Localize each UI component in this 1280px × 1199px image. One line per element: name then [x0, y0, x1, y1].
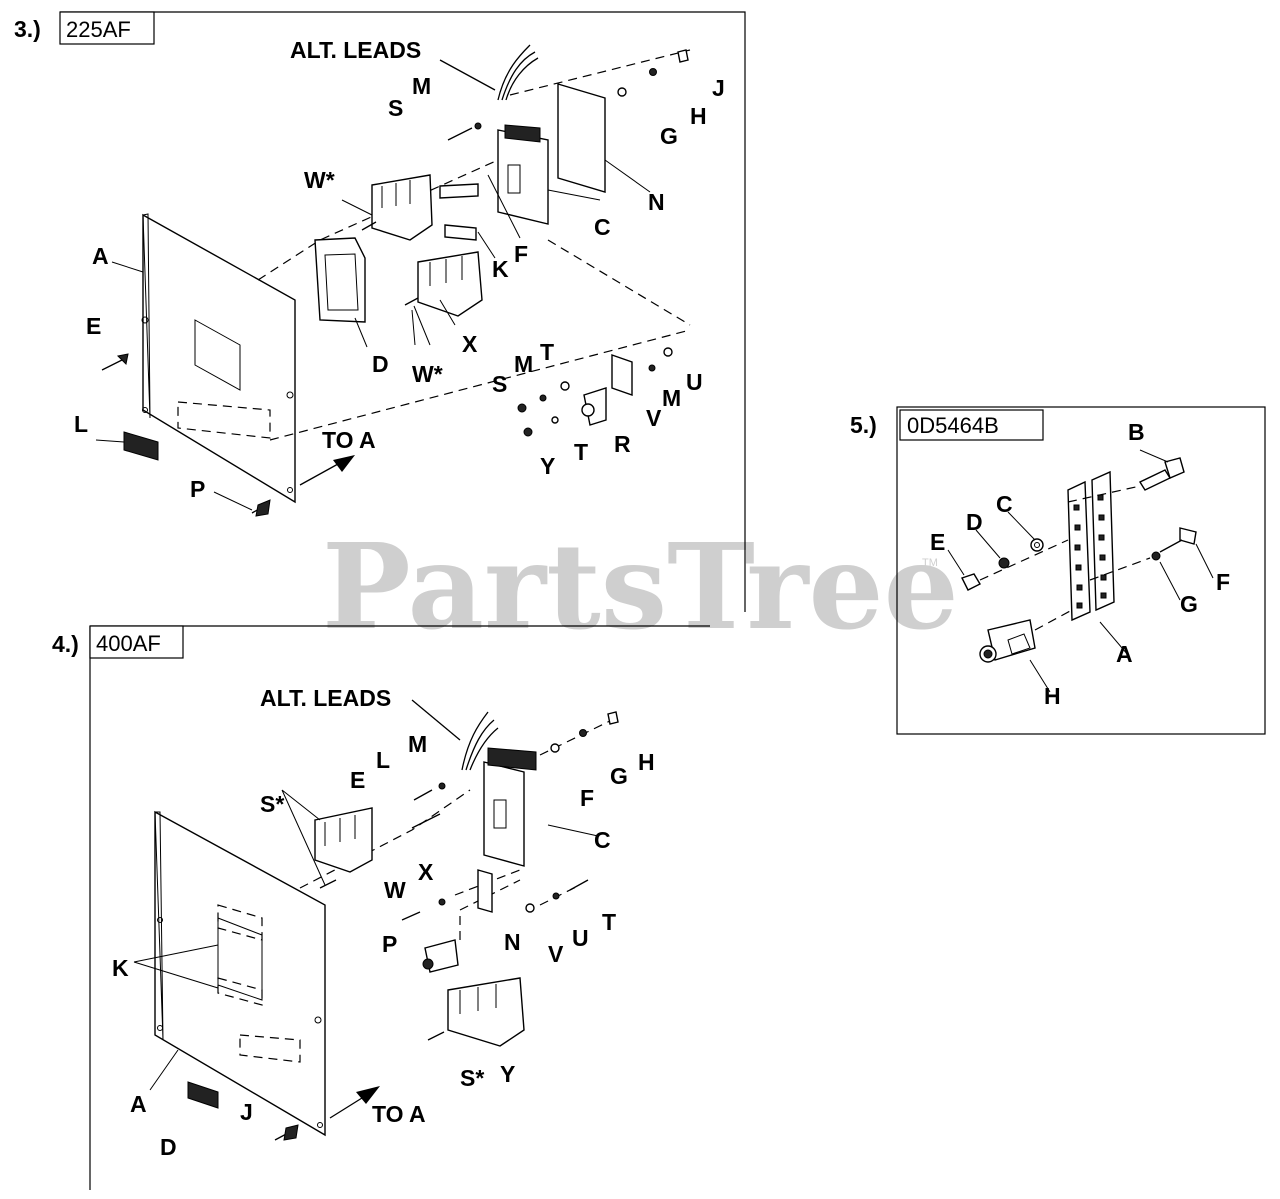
to-a-arrow-3: [333, 455, 355, 472]
callout-p: P: [190, 476, 205, 502]
section-4-400af: 4.) 400AF: [52, 625, 710, 1190]
callout-a-5: A: [1116, 641, 1133, 667]
callout-u-400: U: [572, 925, 589, 951]
section-3-number: 3.): [14, 16, 41, 42]
callout-c: C: [594, 214, 611, 240]
callout-d: D: [372, 351, 389, 377]
callout-c-400: C: [594, 827, 611, 853]
callout-l-400: L: [376, 747, 390, 773]
bolt-b: [1164, 457, 1185, 479]
section-5-number: 5.): [850, 412, 877, 438]
callout-k-400: K: [112, 955, 129, 981]
callout-m-400: M: [408, 731, 427, 757]
callout-p-400: P: [382, 931, 397, 957]
terminal-cover-bottom: [417, 251, 483, 317]
callout-s-mid: S: [492, 371, 507, 397]
bus-bar-front: [1067, 480, 1091, 622]
callout-f-400: F: [580, 785, 594, 811]
alt-leads-label-4: ALT. LEADS: [260, 685, 391, 711]
to-a-arrow-4: [356, 1086, 380, 1104]
terminal-cover-400-bottom: [447, 977, 525, 1047]
terminal-cover-top: [371, 174, 433, 241]
section-4-tag: 400AF: [96, 631, 161, 656]
alt-leads-label-3: ALT. LEADS: [290, 37, 421, 63]
callout-f: F: [514, 241, 528, 267]
callout-v-400: V: [548, 941, 564, 967]
callout-r: R: [614, 431, 631, 457]
callout-t-bottom: T: [574, 439, 588, 465]
callout-e: E: [86, 313, 101, 339]
section-4-tag-box: [89, 625, 184, 659]
callout-n-400: N: [504, 929, 521, 955]
callout-d-5: D: [966, 509, 983, 535]
callout-h: H: [690, 103, 707, 129]
panel-plate: [142, 213, 296, 504]
watermark-tm: TM: [922, 557, 938, 569]
callout-y-400: Y: [500, 1061, 515, 1087]
to-a-label-3: TO A: [322, 427, 376, 453]
terminal-block-400: [187, 1081, 219, 1109]
callout-m-right: M: [662, 385, 681, 411]
callout-m-mid: M: [514, 351, 533, 377]
callout-x-400: X: [418, 859, 434, 885]
callout-c-5: C: [996, 491, 1013, 517]
callout-h-5: H: [1044, 683, 1061, 709]
section-4-number: 4.): [52, 631, 79, 657]
callout-s-star-400-bottom: S*: [460, 1065, 484, 1091]
callout-x: X: [462, 331, 478, 357]
callout-b-5: B: [1128, 419, 1145, 445]
callout-g-5: G: [1180, 591, 1198, 617]
callout-m-top: M: [412, 73, 431, 99]
callout-f-5: F: [1216, 569, 1230, 595]
panel-plate-400: [154, 810, 326, 1137]
section-5-tag: 0D5464B: [907, 413, 999, 438]
watermark: PartsTree: [322, 517, 959, 656]
callout-t-400: T: [602, 909, 616, 935]
to-a-label-4: TO A: [372, 1101, 426, 1127]
nut-e: [961, 573, 981, 591]
circuit-breaker-400: [483, 761, 525, 867]
callout-y: Y: [540, 453, 555, 479]
callout-u: U: [686, 369, 703, 395]
callout-j: J: [712, 75, 725, 101]
section-3-tag-box: [59, 11, 155, 45]
callout-e-5: E: [930, 529, 945, 555]
bus-bar-back: [1091, 470, 1115, 612]
section-3-225af: 3.) 225AF: [14, 11, 746, 612]
callout-k: K: [492, 256, 509, 282]
callout-v: V: [646, 405, 662, 431]
section-5-tag-box: [899, 409, 1044, 441]
terminal-block: [123, 431, 159, 461]
callout-l: L: [74, 411, 88, 437]
callout-s-top: S: [388, 95, 403, 121]
callout-s-star-400-top: S*: [260, 791, 284, 817]
callout-d-400: D: [160, 1134, 177, 1160]
callout-a-400: A: [130, 1091, 147, 1117]
callout-a: A: [92, 243, 109, 269]
callout-j-400: J: [240, 1099, 253, 1125]
callout-w-star-bottom: W*: [412, 361, 443, 387]
terminal-cover-400-top: [314, 807, 373, 873]
callout-h-400: H: [638, 749, 655, 775]
callout-w-star-top: W*: [304, 167, 335, 193]
callout-g-400: G: [610, 763, 628, 789]
callout-n: N: [648, 189, 665, 215]
callout-e-400: E: [350, 767, 365, 793]
callout-w-400: W: [384, 877, 406, 903]
mounting-plate: [557, 83, 606, 193]
section-5-0d5464b: 5.) 0D5464B A B: [850, 406, 1266, 735]
callout-t-top: T: [540, 339, 554, 365]
section-3-tag: 225AF: [66, 17, 131, 42]
callout-g: G: [660, 123, 678, 149]
